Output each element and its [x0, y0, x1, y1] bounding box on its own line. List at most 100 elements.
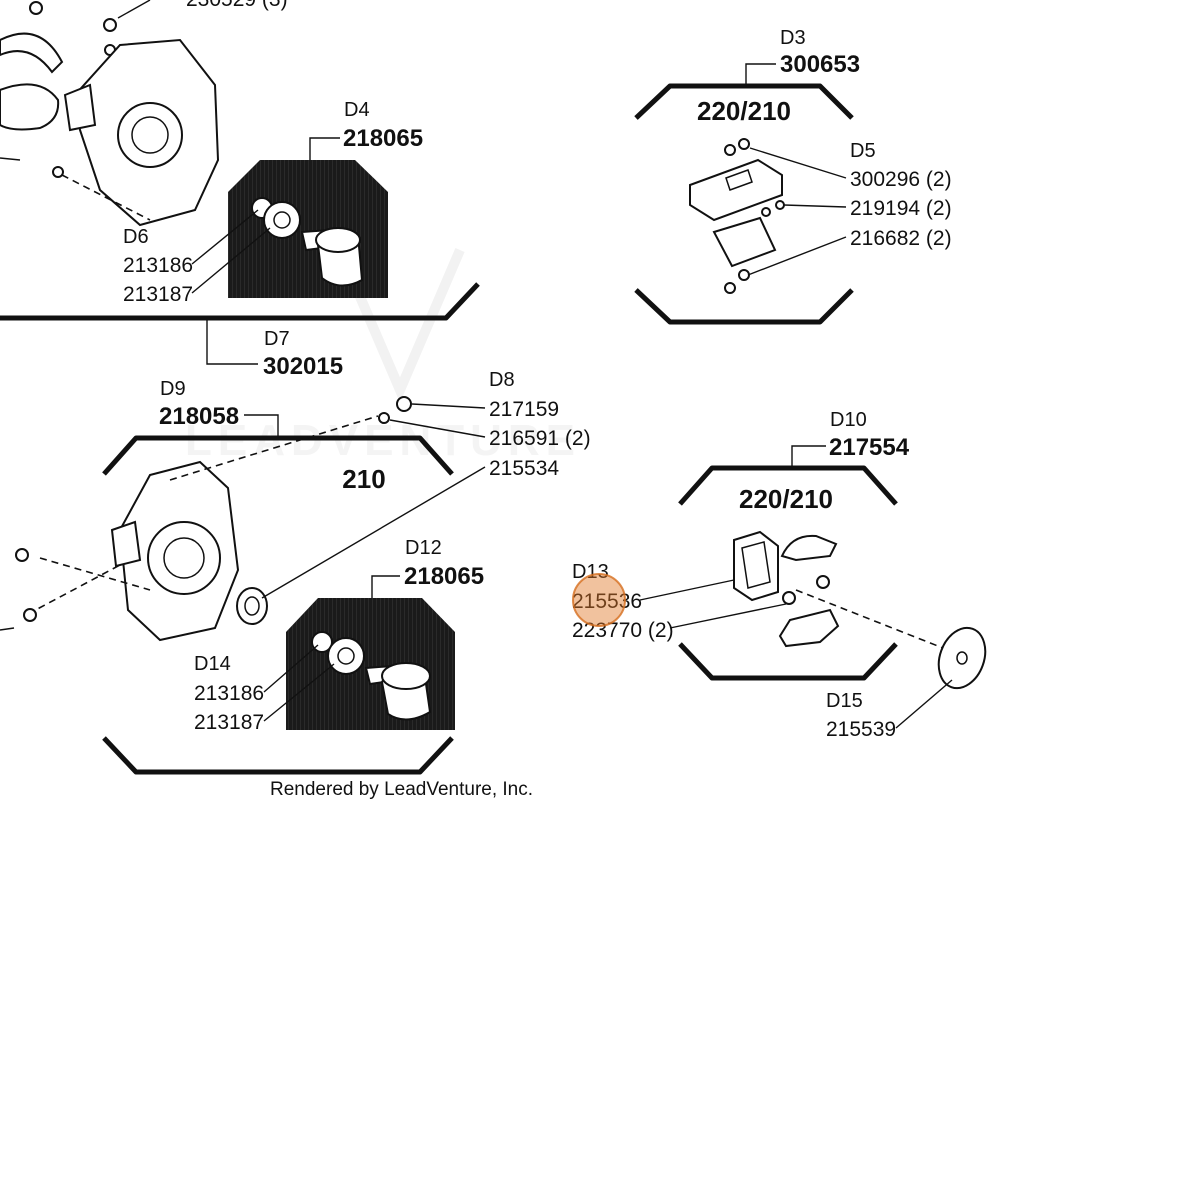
leader-d6-2: [191, 227, 271, 294]
bracket-d7: D7 302015: [0, 282, 480, 380]
washer-d8-part: [378, 412, 390, 424]
housing-bore-inner: [131, 116, 169, 154]
part-number-219194: 219194 (2): [850, 197, 952, 220]
part-number-218065: 218065: [343, 125, 423, 152]
credit-text: Rendered by LeadVenture, Inc.: [270, 779, 533, 800]
switch-base-part: [778, 608, 840, 648]
screw-d9: [0, 627, 15, 631]
ref-d6: D6: [123, 226, 149, 248]
part-number-300296: 300296 (2): [850, 168, 952, 191]
switch-cover-part: [689, 158, 783, 222]
ref-d14: D14: [194, 653, 231, 675]
switch-bracket-part: [712, 216, 777, 268]
part-number-223770: 223770 (2): [572, 619, 674, 642]
switch-button: [725, 169, 753, 191]
screw-part-d5-1: [724, 144, 736, 156]
leader-d13-1: [639, 579, 735, 601]
housing-d9-boss: [110, 520, 142, 568]
screw-part-d5-2: [738, 138, 750, 150]
leader-d7: [206, 320, 258, 365]
cut-off-part-number: 230529 (3): [186, 0, 288, 11]
engine-assembly-top: 230529 (3): [0, 0, 288, 227]
bracket-d7-line: [0, 282, 480, 321]
part-number-218058: 218058: [159, 403, 239, 430]
leader-d6-1: [191, 209, 259, 265]
bracket-d10-top: [678, 465, 898, 506]
callout-d8: D8 217159 216591 (2) 215534: [261, 369, 591, 599]
part-number-217159: 217159: [489, 398, 559, 421]
housing-d9-bore: [147, 521, 221, 595]
part-number-213187-d14: 213187: [194, 711, 264, 734]
callout-d15: D15 215539: [826, 626, 987, 741]
ref-d9: D9: [160, 378, 186, 400]
assembly-line-d10: [795, 589, 949, 651]
assembly-line-d9-1: [169, 415, 379, 481]
bearing-d12-inner: [337, 647, 355, 665]
leader-d12: [371, 575, 400, 598]
switch-body-face: [741, 541, 771, 589]
kit-d12: D12 218065: [286, 537, 484, 730]
spring-part-1: [782, 591, 796, 605]
part-number-213186-d14: 213186: [194, 682, 264, 705]
ref-d4: D4: [344, 99, 370, 121]
nut-part-2: [738, 269, 750, 281]
assembly-line-d9-2: [27, 564, 121, 615]
bearing-d12-part: [327, 637, 365, 675]
group-d9: D9 218058 210: [0, 378, 454, 775]
bolt-d9-1: [15, 548, 29, 562]
model-220-210-d3: 220/210: [697, 96, 791, 126]
part-number-216591: 216591 (2): [489, 427, 591, 450]
leader-d5-3: [747, 236, 847, 276]
part-number-215534: 215534: [489, 457, 559, 480]
part-number-215539: 215539: [826, 718, 896, 741]
leader-d8-3: [261, 466, 486, 599]
disc-hole: [956, 651, 968, 665]
leader-d9: [244, 414, 279, 436]
leader-d14-1: [263, 644, 319, 693]
highlight-marker[interactable]: [572, 573, 626, 627]
bracket-d3-bottom: [634, 288, 854, 325]
bolt-head-part: [52, 166, 64, 178]
ref-d5: D5: [850, 140, 876, 162]
leader-d15: [895, 679, 953, 729]
part-number-213186: 213186: [123, 254, 193, 277]
leader-d13-2: [669, 603, 787, 629]
model-210: 210: [342, 464, 385, 494]
ref-d3: D3: [780, 27, 806, 49]
leader-d3: [745, 63, 776, 84]
leader-d4: [309, 137, 340, 162]
leader-d14-2: [263, 663, 335, 722]
clamp-part-lower: [0, 83, 60, 131]
bolt-d9-2: [23, 608, 37, 622]
housing-bore: [117, 102, 183, 168]
switch-body-part: [733, 530, 779, 602]
ref-d12: D12: [405, 537, 442, 559]
ref-d13: D13: [572, 561, 609, 583]
callout-d13: D13 215536 223770 (2): [572, 561, 787, 642]
ref-d7: D7: [264, 328, 290, 350]
leader-top-cut: [117, 0, 151, 19]
screw-head-part: [103, 18, 117, 32]
bracket-d9-bottom: [102, 736, 454, 775]
washer-part: [29, 1, 43, 15]
nut-d8-part: [396, 396, 412, 412]
ref-d10: D10: [830, 409, 867, 431]
part-number-213187: 213187: [123, 283, 193, 306]
bearing-part: [263, 201, 301, 239]
part-number-218065-d12: 218065: [404, 563, 484, 590]
callout-d14: D14 213186 213187: [194, 644, 335, 734]
disc-part: [937, 626, 987, 690]
part-number-300653: 300653: [780, 51, 860, 78]
leader-d10: [791, 445, 826, 466]
part-number-302015: 302015: [263, 353, 343, 380]
part-number-217554: 217554: [829, 434, 910, 461]
group-d10: D10 217554 220/210: [678, 409, 949, 681]
ref-d8: D8: [489, 369, 515, 391]
bracket-d10-bottom: [678, 642, 898, 681]
leader-d5-1: [749, 147, 847, 179]
rivet-part-1: [761, 207, 771, 217]
model-220-210-d10: 220/210: [739, 484, 833, 514]
switch-cap-part: [780, 534, 838, 562]
